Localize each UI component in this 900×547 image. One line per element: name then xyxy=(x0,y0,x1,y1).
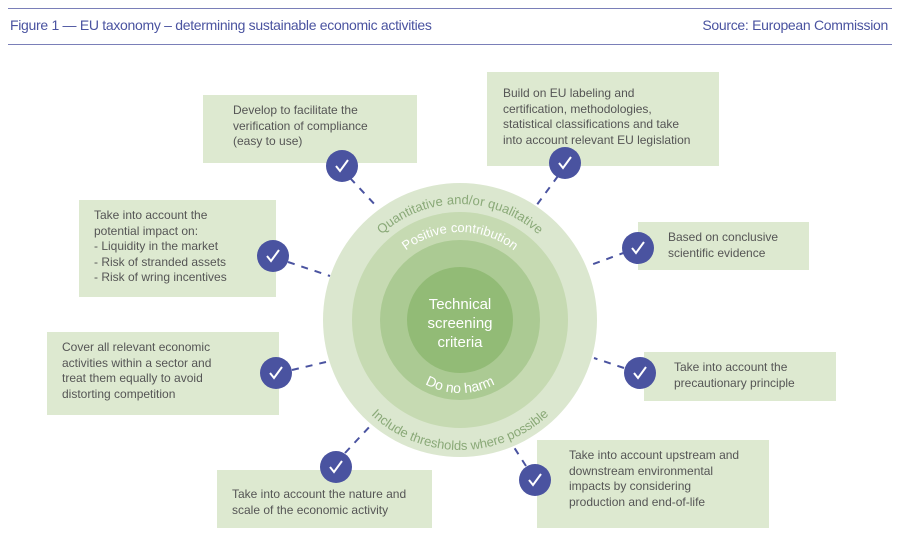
check-mark xyxy=(266,249,280,263)
box-line: production and end-of-life xyxy=(569,494,706,509)
box-line: into account relevant EU legislation xyxy=(503,132,691,147)
box-line: scale of the economic activity xyxy=(232,502,389,517)
box-line: scientific evidence xyxy=(668,245,766,260)
criterion-box-equal-treatment: Cover all relevant economic activities w… xyxy=(47,332,279,415)
core-circle xyxy=(407,267,513,373)
box-line: precautionary principle xyxy=(674,375,795,390)
box-line: - Risk of stranded assets xyxy=(94,254,227,269)
check-icon xyxy=(260,357,292,389)
box-line: Based on conclusive xyxy=(668,230,779,244)
connector-lines xyxy=(287,175,627,467)
box-line: Cover all relevant economic xyxy=(62,340,211,354)
criterion-box-potential-impact: Take into account the potential impact o… xyxy=(79,200,276,297)
check-icon xyxy=(326,150,358,182)
criterion-box-eu-labeling: Build on EU labeling and certification, … xyxy=(487,72,719,166)
connector-line xyxy=(507,437,527,467)
box-line: Develop to facilitate the xyxy=(233,103,358,117)
check-badge xyxy=(519,464,551,496)
box-line: treat them equally to avoid xyxy=(62,371,203,385)
connector-line xyxy=(587,251,627,267)
check-mark xyxy=(269,366,283,380)
box-line: - Risk of wring incentives xyxy=(94,270,227,284)
criterion-box-scientific-evidence: Based on conclusive scientific evidence xyxy=(638,222,809,270)
check-badge xyxy=(260,357,292,389)
check-icon xyxy=(257,240,289,272)
check-icon xyxy=(622,232,654,264)
core-label-line: screening xyxy=(427,315,492,332)
box-line: Take into account the xyxy=(674,360,788,374)
criterion-box-upstream-downstream: Take into account upstream and downstrea… xyxy=(537,440,769,528)
box-line: Take into account the xyxy=(94,208,208,222)
box-line: downstream environmental xyxy=(569,463,714,478)
check-badge xyxy=(326,150,358,182)
check-mark xyxy=(631,241,645,255)
figure-title: Figure 1 — EU taxonomy – determining sus… xyxy=(10,17,432,33)
criterion-box-precautionary: Take into account the precautionary prin… xyxy=(644,352,836,401)
core-label-line: Technical xyxy=(429,296,492,313)
check-mark xyxy=(329,460,343,474)
connector-line xyxy=(287,261,331,277)
check-icon xyxy=(519,464,551,496)
box-line: (easy to use) xyxy=(233,134,303,148)
check-badge xyxy=(622,232,654,264)
connector-line xyxy=(344,423,373,454)
box-line: Build on EU labeling and xyxy=(503,86,635,100)
criterion-box-nature-scale: Take into account the nature and scale o… xyxy=(217,470,432,528)
check-icon xyxy=(320,451,352,483)
check-badge xyxy=(549,147,581,179)
box-line: distorting competition xyxy=(62,386,176,401)
box-line: Take into account upstream and xyxy=(569,448,740,462)
connector-line xyxy=(291,361,327,371)
check-badge xyxy=(257,240,289,272)
check-mark xyxy=(528,473,542,487)
core-label-line: criteria xyxy=(437,334,483,351)
figure-source: Source: European Commission xyxy=(702,17,888,33)
box-line: statistical classifications and take xyxy=(503,117,680,131)
box-line: impacts by considering xyxy=(569,479,692,493)
core-label: Technical screening criteria xyxy=(427,296,492,351)
check-mark xyxy=(558,156,572,170)
ring-label-do-no-harm: Do no harm xyxy=(424,372,497,396)
header-rule xyxy=(8,44,892,45)
box-line: certification, methodologies, xyxy=(503,101,652,116)
check-badge xyxy=(624,357,656,389)
box-line: verification of compliance xyxy=(233,118,368,133)
criterion-box-verification: Develop to facilitate the verification o… xyxy=(203,95,417,163)
connector-line xyxy=(535,175,559,207)
check-mark xyxy=(335,159,349,173)
top-rule xyxy=(8,8,892,9)
connector-line xyxy=(349,177,379,209)
box-line: Take into account the nature and xyxy=(232,487,407,501)
check-mark xyxy=(633,366,647,380)
check-icon xyxy=(549,147,581,179)
box-line: activities within a sector and xyxy=(62,355,212,370)
check-icons xyxy=(257,147,656,496)
box-line: - Liquidity in the market xyxy=(94,239,219,253)
check-icon xyxy=(624,357,656,389)
check-badge xyxy=(320,451,352,483)
connector-line xyxy=(593,357,625,369)
box-line: potential impact on: xyxy=(94,223,199,238)
